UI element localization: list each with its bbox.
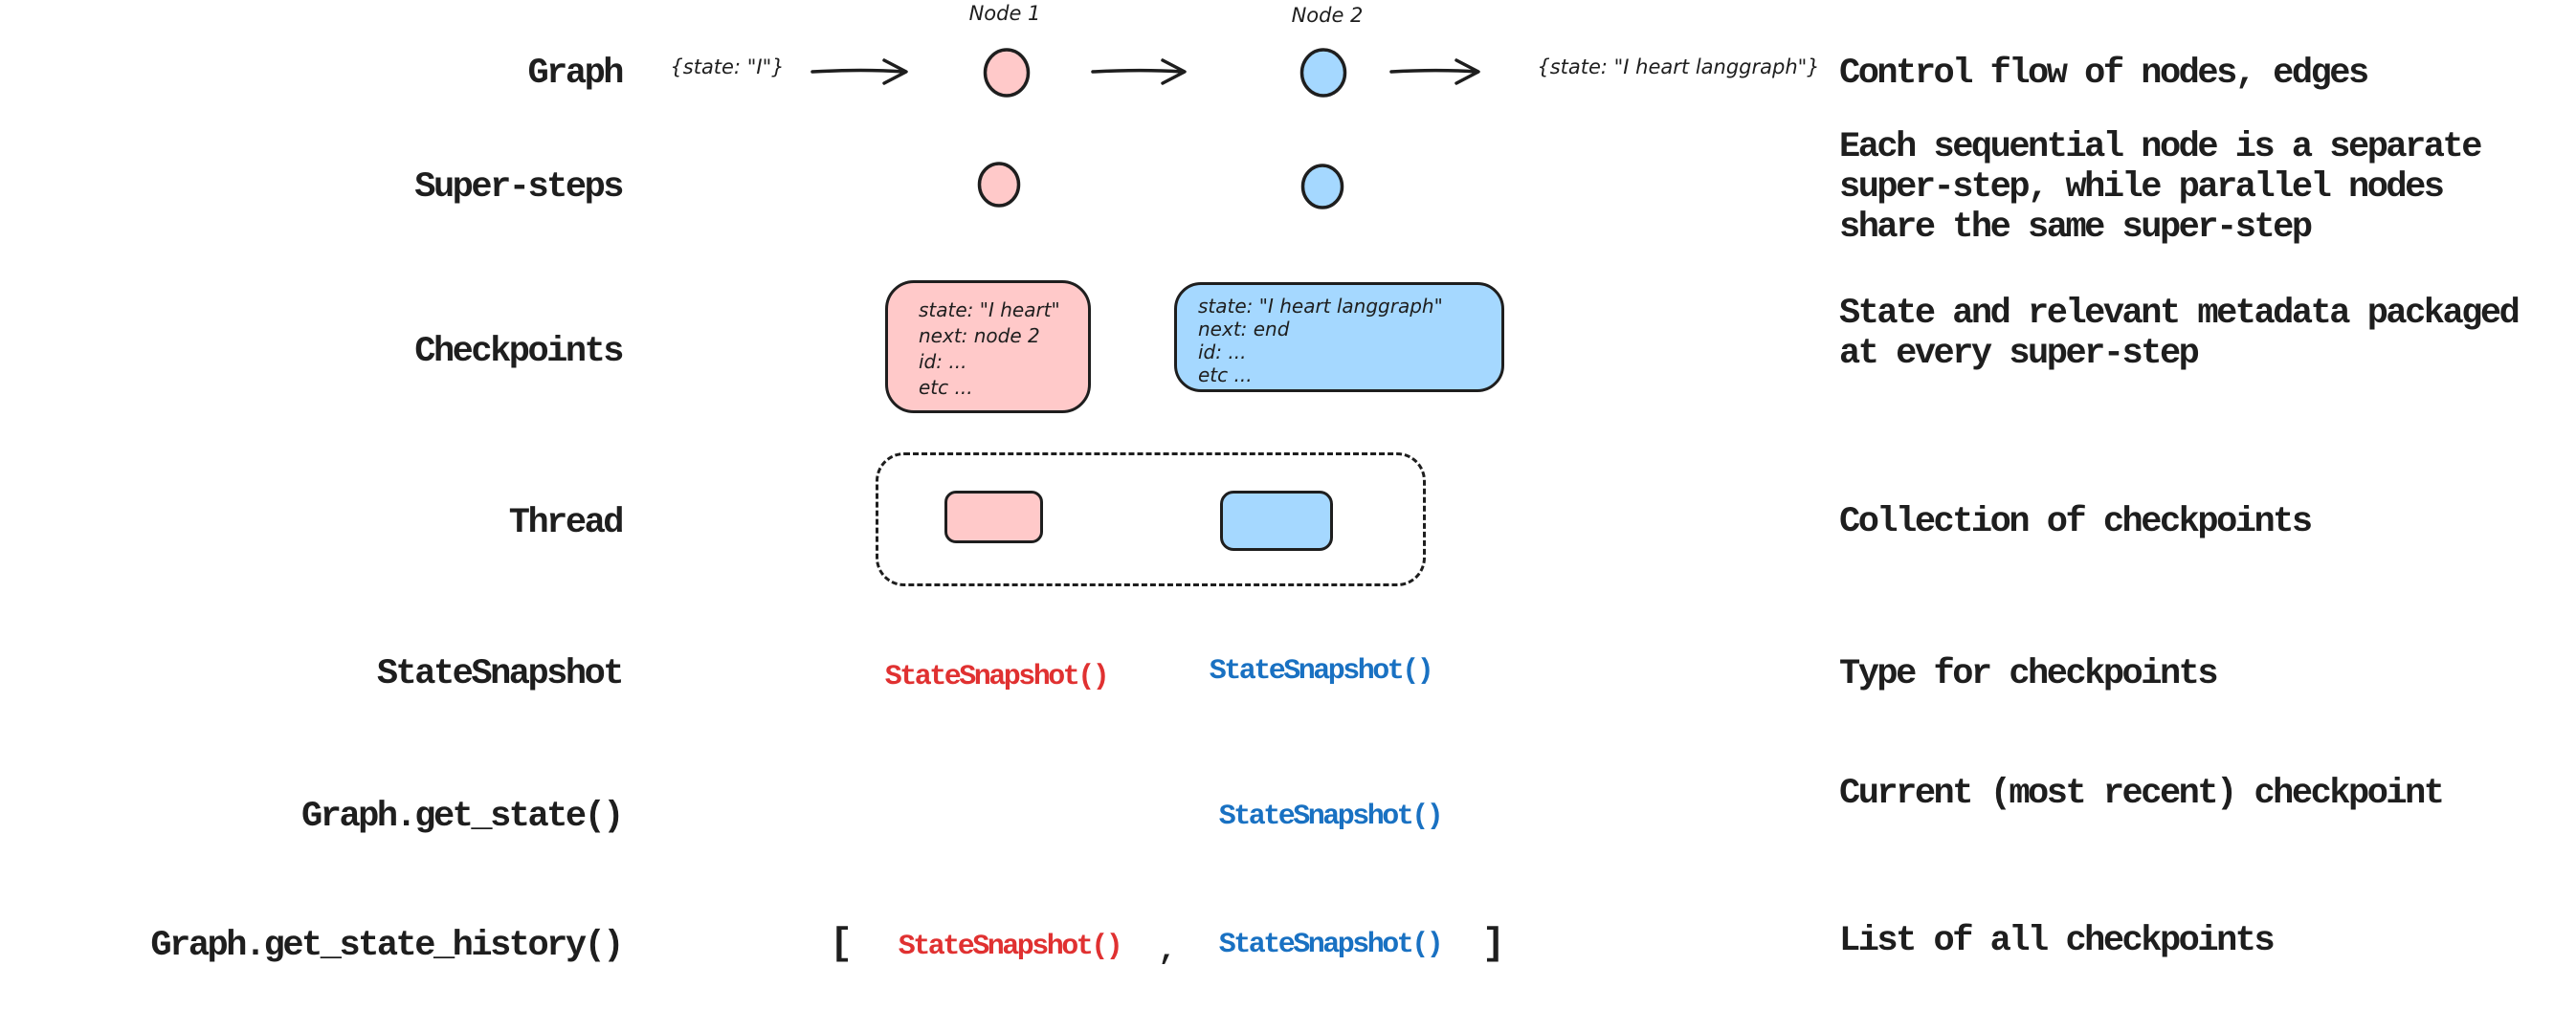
graph-input-state-text: {state: "I"} <box>670 55 785 78</box>
supersteps-description-line: share the same super-step <box>1839 208 2313 248</box>
history-red-value: StateSnapshot() <box>898 931 1123 963</box>
row-label-get-state-history: Graph.get_state_history() <box>150 926 624 966</box>
superstep1-circle <box>977 162 1021 208</box>
checkpoints-description: State and relevant metadata packaged at … <box>1839 294 2520 374</box>
row-label-get-state: Graph.get_state() <box>301 797 624 837</box>
graph-description: Control flow of nodes, edges <box>1839 54 2369 94</box>
checkpoint2-line: state: "I heart langgraph" <box>1198 295 1443 318</box>
checkpoint1-line: next: node 2 <box>919 324 1040 347</box>
superstep2-circle <box>1300 164 1344 209</box>
checkpoint2-line: etc ... <box>1198 363 1253 386</box>
supersteps-description-line: super-step, while parallel nodes <box>1839 167 2445 208</box>
row-label-statesnapshot: StateSnapshot <box>376 654 625 694</box>
history-description: List of all checkpoints <box>1839 921 2276 961</box>
checkpoint2-line: next: end <box>1198 318 1290 340</box>
arrow-right-icon <box>1091 58 1187 85</box>
row-label-checkpoints: Checkpoints <box>414 332 624 372</box>
checkpoint1-line: state: "I heart" <box>919 298 1060 321</box>
thread-dashed-container <box>876 452 1426 586</box>
supersteps-description-line: Each sequential node is a separate <box>1839 127 2482 167</box>
history-blue-value: StateSnapshot() <box>1218 929 1444 961</box>
supersteps-description: Each sequential node is a separate super… <box>1839 127 2482 248</box>
history-comma: , <box>1158 933 1177 968</box>
checkpoints-description-line: State and relevant metadata packaged <box>1839 294 2520 334</box>
thread-checkpoint2-chip <box>1220 491 1333 551</box>
node1-circle <box>983 48 1031 98</box>
checkpoint2-box: state: "I heart langgraph" next: end id:… <box>1174 282 1504 392</box>
checkpoint2-line: id: ... <box>1198 340 1247 363</box>
checkpoints-description-line: at every super-step <box>1839 334 2200 374</box>
node2-label: Node 2 <box>1291 4 1364 27</box>
row-label-thread: Thread <box>508 503 625 543</box>
arrow-right-icon <box>811 58 908 85</box>
history-close-bracket: ] <box>1481 923 1505 966</box>
checkpoint1-line: id: ... <box>919 350 967 373</box>
row-label-super-steps: Super-steps <box>414 167 624 208</box>
checkpoint1-line: etc ... <box>919 376 973 399</box>
thread-description: Collection of checkpoints <box>1839 502 2313 542</box>
arrow-right-icon <box>1389 58 1480 85</box>
statesnapshot-description: Type for checkpoints <box>1839 654 2219 694</box>
checkpoint1-box: state: "I heart" next: node 2 id: ... et… <box>885 280 1091 413</box>
statesnapshot-blue-value: StateSnapshot() <box>1209 655 1434 688</box>
statesnapshot-red-value: StateSnapshot() <box>884 661 1110 693</box>
get-state-description: Current (most recent) checkpoint <box>1839 774 2445 814</box>
thread-checkpoint1-chip <box>944 491 1043 543</box>
history-open-bracket: [ <box>829 923 853 966</box>
row-label-graph: Graph <box>527 54 624 94</box>
node1-label: Node 1 <box>968 2 1041 25</box>
graph-output-state-text: {state: "I heart langgraph"} <box>1537 55 1820 78</box>
node2-circle <box>1299 48 1347 98</box>
get-state-blue-value: StateSnapshot() <box>1218 801 1444 833</box>
